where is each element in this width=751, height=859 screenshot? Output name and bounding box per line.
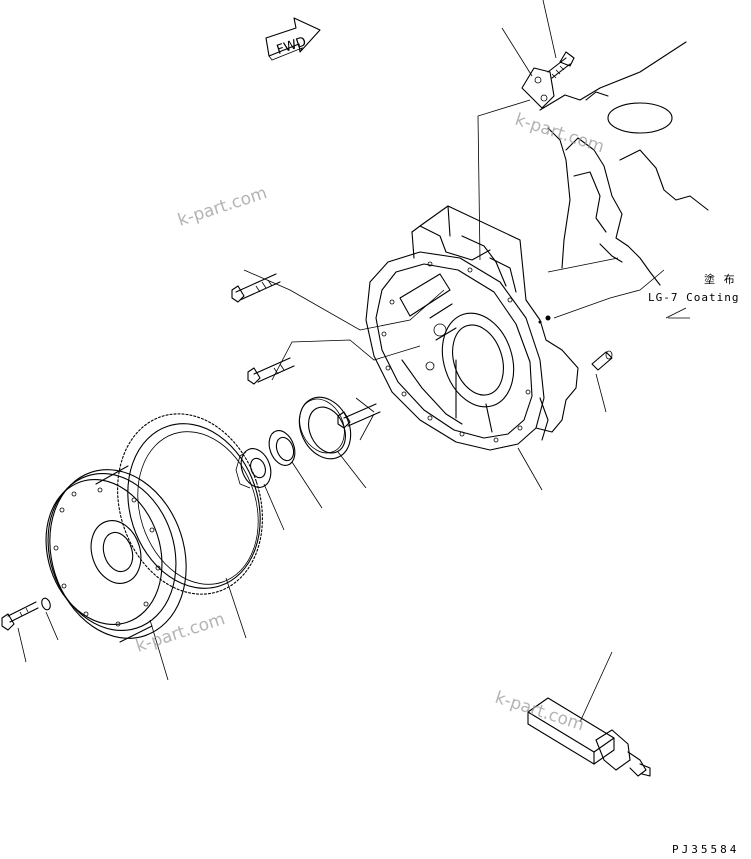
ring-gear: [117, 413, 263, 595]
seal-bolt: [337, 403, 381, 429]
watermark-4: k-part.com: [492, 688, 586, 736]
turning-tool: [527, 697, 651, 777]
housing-bolt-lower: [247, 357, 295, 385]
coating-note-jp: 塗 布: [704, 272, 736, 286]
washer: [41, 597, 51, 611]
coating-callout: 塗 布 LG-7 Coating: [648, 272, 739, 319]
pilot-bearing: [235, 448, 272, 489]
flywheel-bolt: [1, 601, 39, 631]
forward-label: FWD: [275, 34, 308, 58]
watermark-1: k-part.com: [175, 183, 269, 231]
cover-plate: [521, 67, 555, 109]
forward-arrow-icon: FWD: [265, 17, 321, 61]
oil-seal: [298, 396, 352, 460]
drawing-number: PJ35584: [672, 843, 739, 856]
cover-bolt: [547, 51, 575, 79]
dowel-pin: [591, 350, 613, 371]
flywheel-housing: [365, 205, 579, 451]
engine-block: [539, 41, 709, 286]
housing-bolt-upper: [231, 273, 281, 303]
leader-lines: [17, 0, 665, 723]
watermark-2: k-part.com: [512, 110, 606, 158]
coating-points: [538, 315, 551, 324]
coating-note-en: LG-7 Coating: [648, 291, 739, 304]
flywheel: [45, 465, 187, 643]
seal-ring: [268, 430, 296, 466]
watermark-3: k-part.com: [133, 609, 227, 657]
